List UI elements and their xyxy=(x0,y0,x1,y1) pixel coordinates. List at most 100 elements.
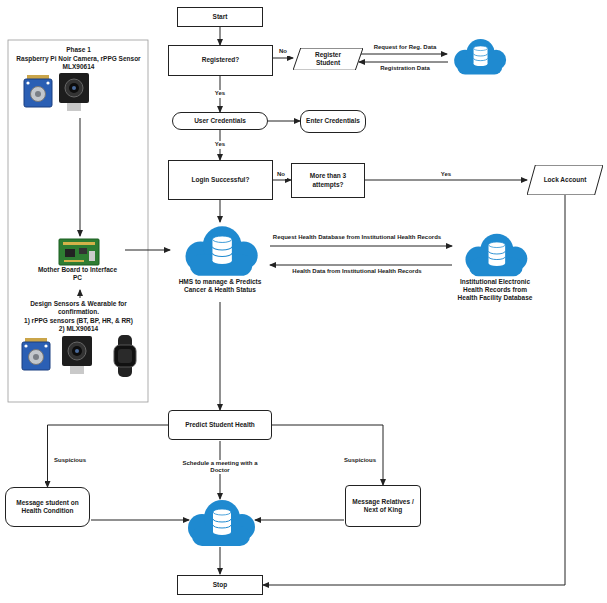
illustration-part xyxy=(114,335,136,377)
illustration-part xyxy=(65,79,83,97)
parallelogram-outline xyxy=(293,48,363,70)
illustration-part xyxy=(33,354,39,360)
flow-line xyxy=(220,547,221,574)
node-text: Message student on Health Condition xyxy=(11,499,84,515)
illustration-part xyxy=(79,248,87,254)
node-text: Design Sensors & Wearable for confirmati… xyxy=(16,300,141,316)
flow-connector xyxy=(272,425,383,485)
node-text: 1) rPPG sensors (BT, BP, HR, & RR) xyxy=(24,317,133,325)
illustration-part xyxy=(24,75,52,107)
illustration-part xyxy=(44,344,47,347)
flow-connector xyxy=(125,250,170,251)
illustration-part xyxy=(75,349,79,353)
illustration-part xyxy=(22,338,50,370)
illustration-part xyxy=(68,342,86,360)
node-text: Enter Credentials xyxy=(306,117,360,125)
flow-line xyxy=(361,54,447,55)
hardware-node: Design Sensors & Wearable for confirmati… xyxy=(12,298,145,394)
illustration-part xyxy=(69,83,79,93)
flow-connector xyxy=(268,121,300,122)
node-text: Mother Board to Interface PC xyxy=(34,266,121,282)
sensor-illustration xyxy=(16,334,141,379)
hardware-node: Mother Board to Interface PC xyxy=(30,236,125,290)
cloud-shape xyxy=(465,234,527,276)
flow-connector xyxy=(270,246,452,247)
node-text: More than 3 attempts? xyxy=(297,172,359,188)
illustration-part xyxy=(31,87,46,102)
process-box: Start xyxy=(177,7,263,27)
sensor-panel xyxy=(8,40,148,402)
illustration-part xyxy=(64,260,84,262)
edge-label: Yes xyxy=(213,90,227,97)
node-text: Start xyxy=(213,13,228,21)
node-text: Registered? xyxy=(202,56,240,64)
flow-connector xyxy=(48,425,169,487)
node-text: Register Student xyxy=(304,51,352,67)
flow-connector xyxy=(273,180,291,181)
illustration-part xyxy=(35,91,41,97)
flow-connector xyxy=(270,265,452,266)
node-text: Stop xyxy=(213,581,227,589)
edge-label: No xyxy=(277,48,289,55)
illustration-part xyxy=(114,345,136,367)
illustration-part xyxy=(29,349,44,364)
edge-label: Suspicious xyxy=(52,457,88,464)
illustration-part xyxy=(24,79,52,107)
flow-note: Schedule a meeting with a Doctor xyxy=(178,460,262,474)
io-parallelogram: Register Student xyxy=(293,48,363,70)
node-text: Institutional Electronic Health Records … xyxy=(454,278,536,302)
node-text: User Credentials xyxy=(194,117,246,125)
flow-connector xyxy=(220,27,221,45)
process-box: Predict Student Health xyxy=(168,410,272,440)
flow-line xyxy=(255,520,344,521)
process-box: Enter Credentials xyxy=(300,110,366,133)
cloud-database-icon xyxy=(172,222,268,278)
flow-connector xyxy=(220,302,221,410)
illustration-part xyxy=(118,335,132,377)
flow-connector xyxy=(220,200,221,222)
node-text: HMS to manage & Predicts Cancer & Health… xyxy=(172,278,268,294)
illustration-part xyxy=(62,336,92,374)
sensor-illustration xyxy=(16,71,141,115)
flow-connector xyxy=(80,118,81,236)
cloud-database-icon xyxy=(454,39,506,75)
illustration-part xyxy=(89,251,95,261)
process-box: More than 3 attempts? xyxy=(291,163,365,198)
board-illustration xyxy=(34,238,121,266)
illustration-part xyxy=(62,336,92,366)
illustration-part xyxy=(63,242,95,245)
illustration-part xyxy=(22,342,50,370)
cloud-database-node: Institutional Electronic Health Records … xyxy=(452,230,538,310)
edge-label: No xyxy=(275,171,287,178)
node-text: Phase 1 xyxy=(66,46,91,54)
flow-connector xyxy=(273,58,293,59)
illustration-part xyxy=(72,86,76,90)
edge-label: Request Health Database from Institution… xyxy=(271,234,443,241)
edge-label: Yes xyxy=(213,141,227,148)
process-box: Stop xyxy=(177,575,263,595)
flow-connector xyxy=(80,290,81,298)
flow-line xyxy=(359,62,448,63)
node-text: Predict Student Health xyxy=(185,421,255,429)
illustration-part xyxy=(59,73,89,103)
cloud-database-icon xyxy=(188,500,255,546)
illustration-part xyxy=(59,239,99,265)
process-box: Message Relatives / Next of King xyxy=(345,485,421,527)
parallelogram-outline xyxy=(527,165,603,195)
io-parallelogram: Lock Account xyxy=(527,165,603,195)
process-box: Registered? xyxy=(168,45,273,76)
process-box: Message student on Health Condition xyxy=(5,487,90,527)
node-text: Login Successful? xyxy=(192,176,250,184)
flow-note: Registration Data xyxy=(378,65,432,72)
illustration-part xyxy=(46,82,49,85)
edge-label: Yes xyxy=(439,171,453,178)
node-text: Message Relatives / Next of King xyxy=(351,498,415,514)
illustration-part xyxy=(59,73,89,111)
cloud-database-node: HMS to manage & Predicts Cancer & Health… xyxy=(170,222,270,302)
node-text: Lock Account xyxy=(544,176,587,184)
edge-label: Suspicious xyxy=(342,457,378,464)
flow-connector xyxy=(263,195,565,585)
illustration-part xyxy=(59,239,99,265)
illustration-part xyxy=(65,249,75,257)
